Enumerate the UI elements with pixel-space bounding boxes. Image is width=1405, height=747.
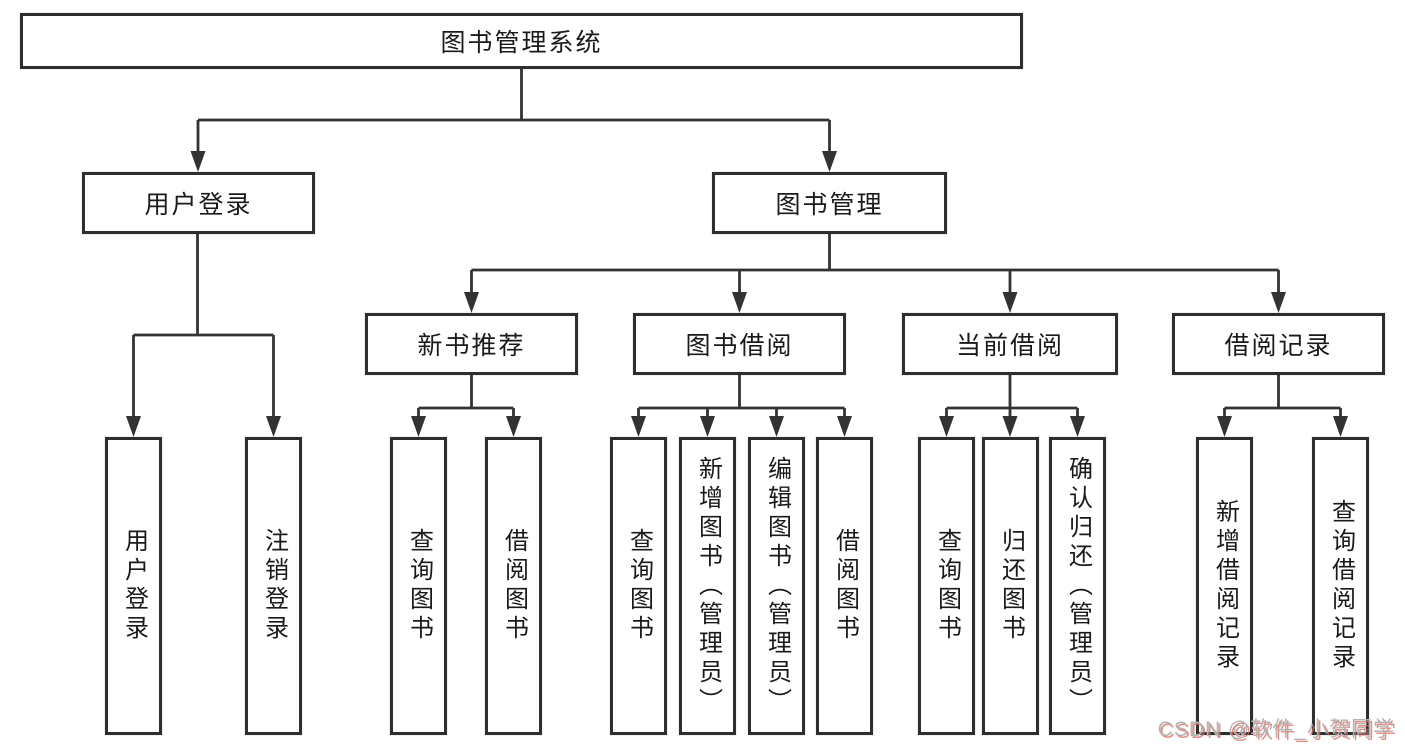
leaf-user-login-label: 用户登录: [120, 528, 148, 644]
node-book-mgmt: 图书管理: [712, 172, 947, 234]
node-book-borrow-label: 图书借阅: [685, 332, 794, 360]
connector-new-book-recommend-children: [417, 375, 515, 418]
leaf-query-book: 查询图书: [610, 437, 667, 735]
leaf-query-book-label: 查询图书: [405, 528, 433, 644]
node-root-label: 图书管理系统: [440, 29, 603, 57]
leaf-confirm-return-admin: 确认归还（管理员）: [1049, 437, 1106, 735]
node-borrow-record-label: 借阅记录: [1224, 332, 1333, 360]
leaf-borrow-book-label: 借阅图书: [500, 528, 528, 644]
leaf-add-borrow-record-label: 新增借阅记录: [1211, 499, 1239, 673]
leaf-confirm-return-admin-label: 确认归还（管理员）: [1064, 455, 1092, 717]
leaf-query-book: 查询图书: [390, 437, 447, 735]
watermark-text: CSDN @软件_小贺同学: [1157, 718, 1395, 741]
node-book-mgmt-label: 图书管理: [775, 191, 884, 219]
leaf-borrow-book-label: 借阅图书: [831, 528, 859, 644]
arrowheads-current-borrow-children: [939, 416, 1085, 437]
node-user-login: 用户登录: [82, 172, 315, 234]
arrowheads-book-borrow-children: [631, 416, 852, 437]
leaf-add-book-admin: 新增图书（管理员）: [679, 437, 736, 735]
connector-root-branches: [196, 68, 831, 153]
leaf-query-borrow-record-label: 查询借阅记录: [1327, 499, 1355, 673]
leaf-query-book: 查询图书: [918, 437, 975, 735]
connector-current-borrow-children: [945, 375, 1079, 418]
arrowheads-user-login-children: [126, 416, 281, 437]
leaf-query-book-label: 查询图书: [933, 528, 961, 644]
leaf-borrow-book: 借阅图书: [485, 437, 542, 735]
node-new-book-recommend: 新书推荐: [365, 313, 578, 375]
leaf-return-book: 归还图书: [982, 437, 1039, 735]
leaf-logout: 注销登录: [245, 437, 302, 735]
arrowheads-root-branches: [190, 151, 837, 172]
arrowheads-book-mgmt-groups: [464, 292, 1286, 313]
leaf-query-borrow-record: 查询借阅记录: [1312, 437, 1369, 735]
node-book-borrow: 图书借阅: [633, 313, 846, 375]
arrowheads-borrow-record-children: [1217, 416, 1348, 437]
leaf-edit-book-admin-label: 编辑图书（管理员）: [763, 455, 791, 717]
leaf-user-login: 用户登录: [105, 437, 162, 735]
connector-borrow-record-children: [1223, 375, 1342, 418]
node-current-borrow: 当前借阅: [902, 313, 1118, 375]
node-root: 图书管理系统: [20, 13, 1023, 69]
leaf-return-book-label: 归还图书: [997, 528, 1025, 644]
leaf-add-book-admin-label: 新增图书（管理员）: [694, 455, 722, 717]
node-borrow-record: 借阅记录: [1172, 313, 1385, 375]
node-new-book-recommend-label: 新书推荐: [417, 332, 526, 360]
leaf-logout-label: 注销登录: [260, 528, 288, 644]
leaf-add-borrow-record: 新增借阅记录: [1196, 437, 1253, 735]
connector-user-login-children: [132, 233, 275, 418]
arrowheads-new-book-recommend-children: [411, 416, 521, 437]
connector-book-borrow-children: [637, 375, 846, 418]
leaf-query-book-label: 查询图书: [625, 528, 653, 644]
leaf-borrow-book: 借阅图书: [816, 437, 873, 735]
leaf-edit-book-admin: 编辑图书（管理员）: [748, 437, 805, 735]
node-user-login-label: 用户登录: [144, 191, 253, 219]
node-current-borrow-label: 当前借阅: [955, 332, 1064, 360]
connector-book-mgmt-groups: [470, 233, 1280, 294]
